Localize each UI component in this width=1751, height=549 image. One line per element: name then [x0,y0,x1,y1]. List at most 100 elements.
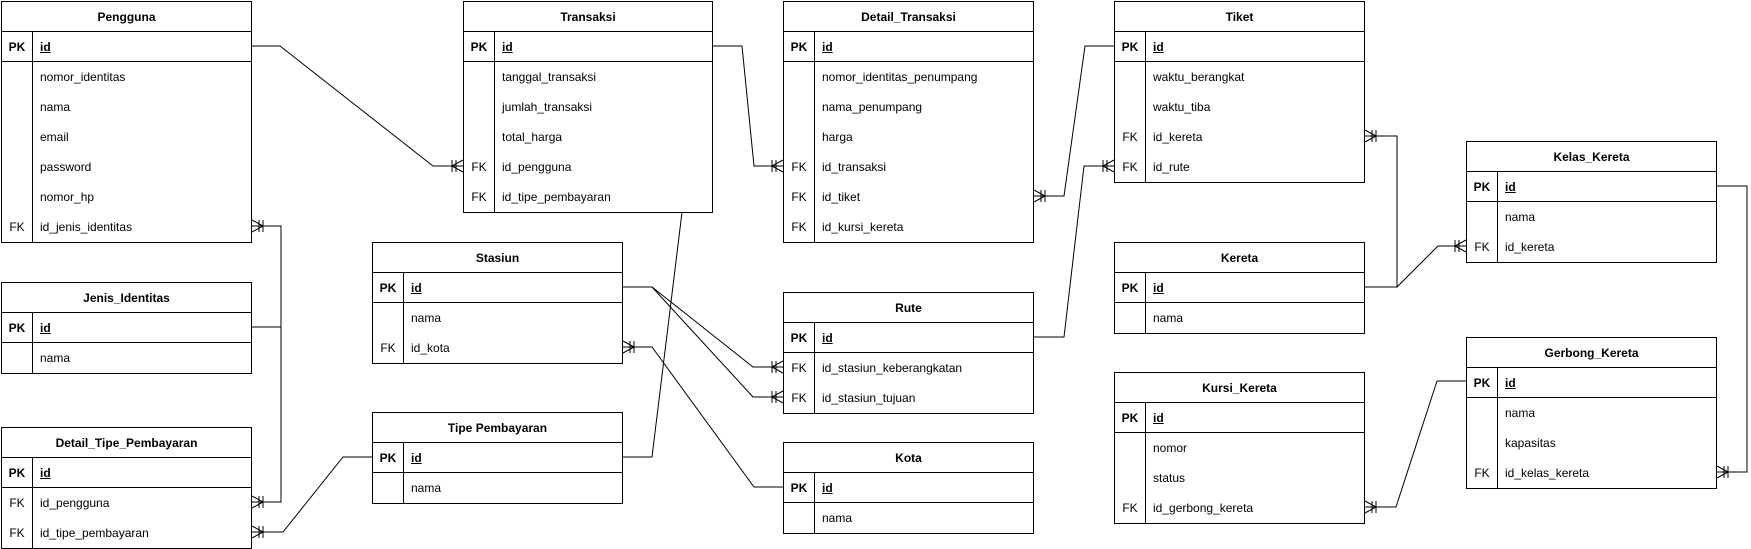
field-name: id_kursi_kereta [822,220,904,234]
key-label [1115,62,1145,92]
field-row[interactable]: tanggal_transaksi [464,62,712,92]
key-divider [814,503,815,533]
field-row[interactable]: nomor [1115,433,1364,463]
key-label: PK [1121,280,1139,295]
field-row[interactable]: nama [373,473,622,503]
field-name: id [1505,375,1516,390]
field-name: nama [1505,210,1536,224]
field-row[interactable]: waktu_berangkat [1115,62,1364,92]
field-row[interactable]: nama [2,343,251,373]
entity-title: Kursi_Kereta [1115,373,1364,403]
field-row[interactable]: nama [1467,202,1716,232]
key-label: FK [1474,240,1490,254]
key-label [2,182,32,212]
rel-kota-stasiun [622,340,783,488]
field-row[interactable]: total_harga [464,122,712,152]
field-row[interactable]: nama [2,92,251,122]
rel-transaksi-detailtransaksi [713,45,784,173]
field-row[interactable]: nama [1115,303,1364,333]
field-row[interactable]: nama [1467,398,1716,428]
field-row[interactable]: nama [784,503,1033,533]
key-label: PK [790,480,808,495]
field-row[interactable]: nama_penumpang [784,92,1033,122]
key-label: PK [379,450,397,465]
field-name: tanggal_transaksi [502,70,597,84]
key-label [1467,202,1497,232]
field-row[interactable]: harga [784,122,1033,152]
key-divider [814,323,815,352]
entity-title: Tipe Pembayaran [373,413,622,443]
field-row[interactable]: email [2,122,251,152]
field-row[interactable]: waktu_tiba [1115,92,1364,122]
field-row[interactable]: nama [373,303,622,333]
field-row[interactable]: nomor_identitas_penumpang [784,62,1033,92]
field-row[interactable]: jumlah_transaksi [464,92,712,122]
rel-stasiun-rute-tujuan [651,286,784,404]
field-row[interactable]: status [1115,463,1364,493]
field-name: id [502,39,513,54]
field-row[interactable]: nomor_identitas [2,62,251,92]
entity-title: Detail_Tipe_Pembayaran [2,428,251,458]
field-row[interactable]: kapasitas [1467,428,1716,458]
key-label: PK [1473,179,1491,194]
rel-kereta-tiket [1364,129,1398,288]
entity-title: Pengguna [2,2,251,32]
key-label: PK [8,320,26,335]
key-label [464,62,494,92]
entity-title: Kereta [1115,243,1364,273]
rel-pengguna-detailtipe [251,226,282,509]
field-name: harga [822,130,853,144]
key-label [2,152,32,182]
field-row[interactable]: password [2,152,251,182]
key-label [1115,463,1145,493]
field-row[interactable]: nomor_hp [2,182,251,212]
